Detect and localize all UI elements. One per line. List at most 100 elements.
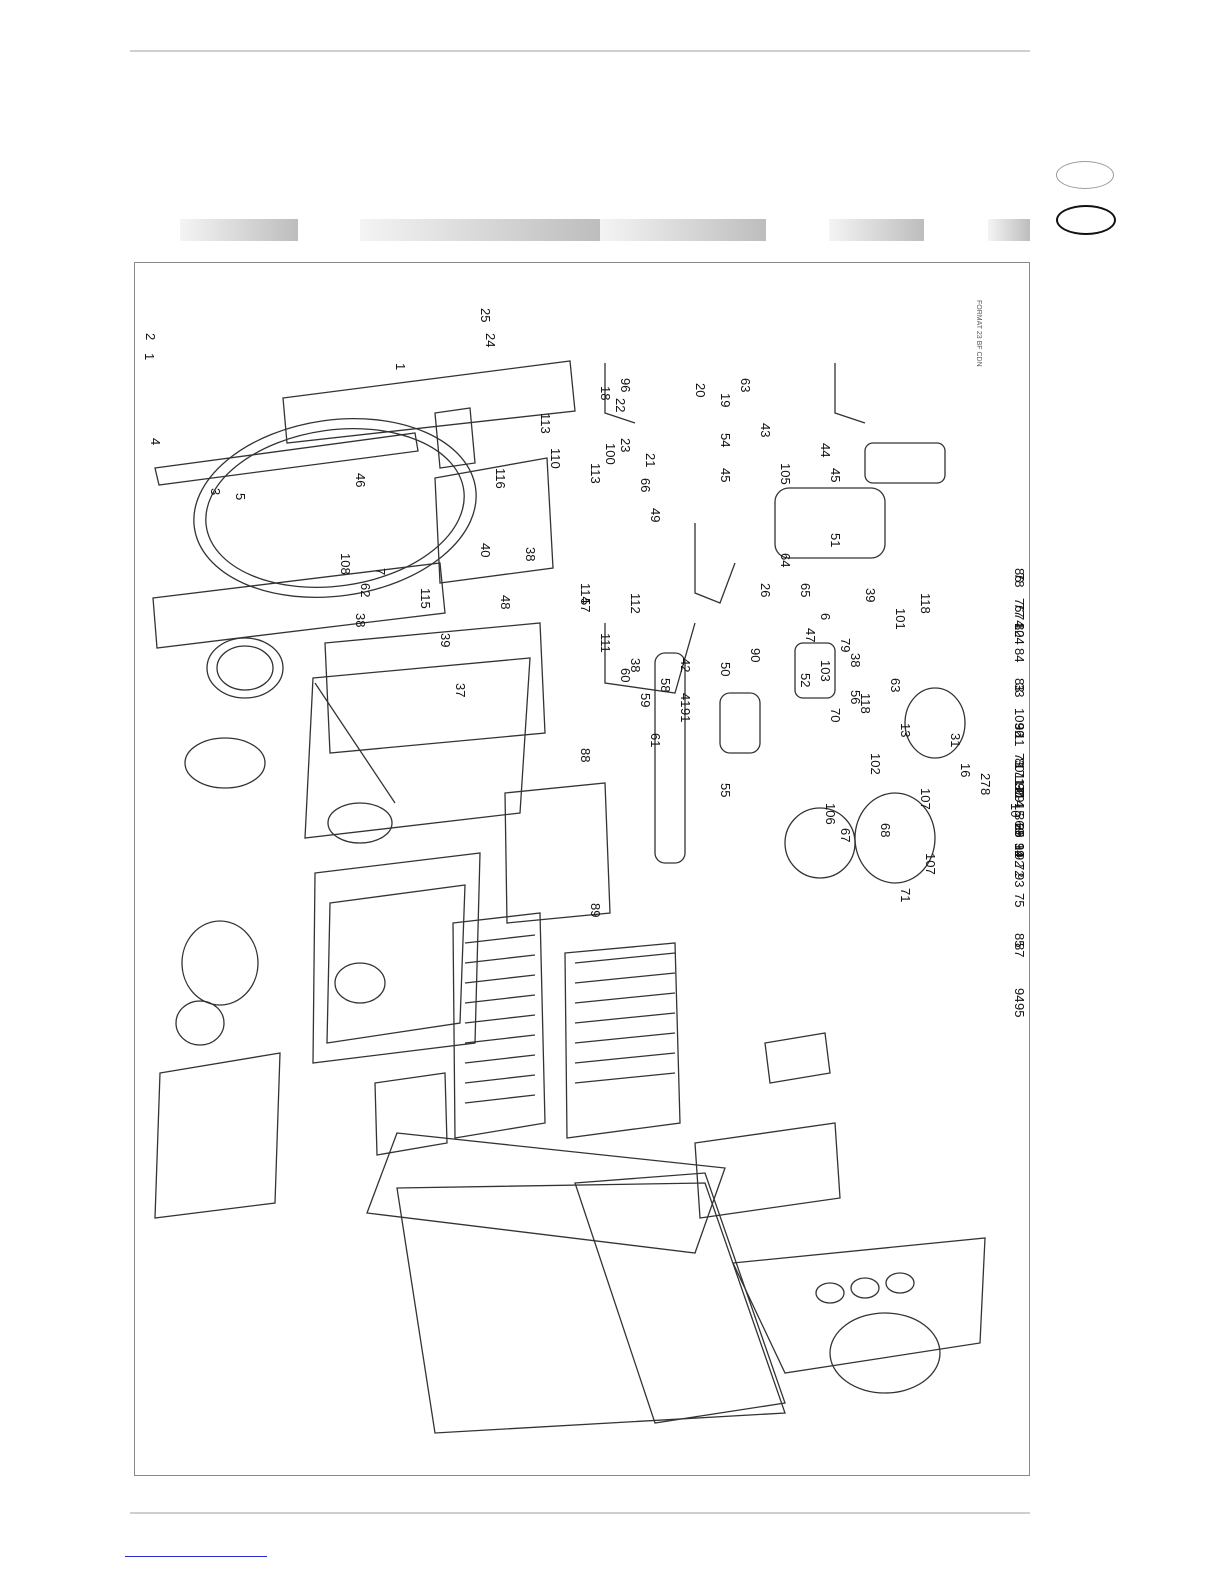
- part-number-label: 88: [578, 748, 593, 762]
- part-number-label: 79: [838, 638, 853, 652]
- part-number-label: 33: [1012, 683, 1027, 697]
- part-number-label: 38: [353, 613, 368, 627]
- part-number-label: 83: [1012, 678, 1027, 692]
- part-number-label: 92: [1012, 853, 1027, 867]
- part-number-label: 100: [603, 443, 618, 465]
- part-number-label: 47: [803, 628, 818, 642]
- part-number-label: 1: [393, 363, 408, 370]
- part-number-label: 86: [1012, 568, 1027, 582]
- part-number-label: 10: [1008, 803, 1023, 817]
- part-number-label: 51: [828, 533, 843, 547]
- part-number-label: 40: [478, 543, 493, 557]
- part-number-label: 69: [1012, 823, 1027, 837]
- part-number-label: 55: [718, 783, 733, 797]
- part-number-label: 56: [848, 690, 863, 704]
- part-number-label: 49: [648, 508, 663, 522]
- part-number-label: 37: [453, 683, 468, 697]
- part-number-label: 3: [208, 488, 223, 495]
- part-number-label: 70: [828, 708, 843, 722]
- footer-link[interactable]: [125, 1555, 267, 1557]
- part-number-label: 36: [1012, 813, 1027, 827]
- part-number-label: 26: [758, 583, 773, 597]
- part-number-label: 52: [798, 673, 813, 687]
- part-number-label: 109: [1012, 708, 1027, 730]
- part-number-label: 6: [818, 613, 833, 620]
- part-number-label: 57: [578, 598, 593, 612]
- part-number-label: 19: [718, 393, 733, 407]
- part-number-label: 50: [718, 662, 733, 676]
- part-number-label: 46: [353, 473, 368, 487]
- part-number-label: 116: [493, 468, 508, 489]
- part-number-label: 113: [538, 413, 553, 434]
- part-number-label: 105: [778, 463, 793, 485]
- section-tab-2: [360, 219, 600, 241]
- part-number-label: 45: [718, 468, 733, 482]
- part-number-label: 39: [863, 588, 878, 602]
- language-selector-option-1[interactable]: [1056, 161, 1114, 189]
- part-number-label: 11: [1012, 733, 1027, 747]
- part-number-label: 21: [643, 453, 658, 467]
- part-number-label: 24: [483, 333, 498, 347]
- part-number-label: 111: [598, 633, 613, 653]
- part-number-label: 75: [1012, 893, 1027, 907]
- language-selector-option-2-selected[interactable]: [1056, 205, 1116, 235]
- part-number-label: 59: [638, 693, 653, 707]
- part-number-label: 48: [498, 595, 513, 609]
- part-number-label: 110: [548, 448, 563, 469]
- part-number-label: 106: [823, 803, 838, 825]
- part-number-label: 20: [693, 383, 708, 397]
- part-number-label: 63: [888, 678, 903, 692]
- part-number-label: 93: [1012, 873, 1027, 887]
- part-number-label: 28: [1012, 823, 1027, 837]
- part-number-label: 58: [658, 678, 673, 692]
- part-number-label: 74: [1012, 613, 1027, 627]
- part-number-label: 38: [848, 653, 863, 667]
- part-number-label: 35: [1012, 823, 1027, 837]
- part-number-label: 39: [438, 633, 453, 647]
- part-number-label: 107: [923, 853, 938, 875]
- part-number-label: 66: [638, 478, 653, 492]
- part-number-label: 29: [1012, 788, 1027, 802]
- part-number-label: 13: [898, 723, 913, 737]
- part-number-label: 14: [1012, 793, 1027, 807]
- part-number-label: 94: [1012, 988, 1027, 1002]
- part-number-label: 97: [1012, 783, 1027, 797]
- part-number-label: 78: [1012, 573, 1027, 587]
- section-tab-3: [600, 219, 766, 241]
- part-number-label: 63: [738, 378, 753, 392]
- part-number-label: 118: [918, 593, 933, 614]
- section-tab-5: [988, 219, 1030, 241]
- part-number-label: 103: [818, 660, 833, 682]
- section-tab-4: [829, 219, 924, 241]
- part-number-label: 30: [1012, 783, 1027, 797]
- part-number-label: 34: [1012, 843, 1027, 857]
- part-number-label: 68: [878, 823, 893, 837]
- part-number-label: 67: [838, 828, 853, 842]
- part-number-label: 31: [948, 733, 963, 747]
- part-number-label: 12: [1012, 843, 1027, 857]
- part-number-label: 7: [373, 568, 388, 575]
- part-number-label: 4: [148, 438, 163, 445]
- part-number-label: 32: [1012, 723, 1027, 737]
- part-number-label: 77: [1012, 603, 1027, 617]
- part-number-label: 27: [978, 773, 993, 787]
- part-number-label: 17: [1012, 763, 1027, 777]
- part-number-label: 8: [978, 788, 993, 795]
- part-number-label: 118: [858, 693, 873, 714]
- part-number-label: 18: [598, 386, 613, 400]
- part-number-label: 54: [718, 433, 733, 447]
- part-number-label: 5: [233, 493, 248, 500]
- part-number-label: 15: [1012, 803, 1027, 817]
- part-number-label: 104: [1012, 623, 1027, 645]
- part-number-label: 96: [1012, 723, 1027, 737]
- part-number-label: 113: [588, 463, 603, 484]
- part-number-label: 99: [1012, 843, 1027, 857]
- part-number-label: 115: [418, 588, 433, 609]
- part-number-label: 16: [958, 763, 973, 777]
- part-number-label: 2: [143, 333, 158, 340]
- section-tab-1: [180, 219, 298, 241]
- part-number-label: 65: [798, 583, 813, 597]
- part-number-label: 1: [142, 353, 157, 360]
- footer-rule: [130, 1512, 1030, 1514]
